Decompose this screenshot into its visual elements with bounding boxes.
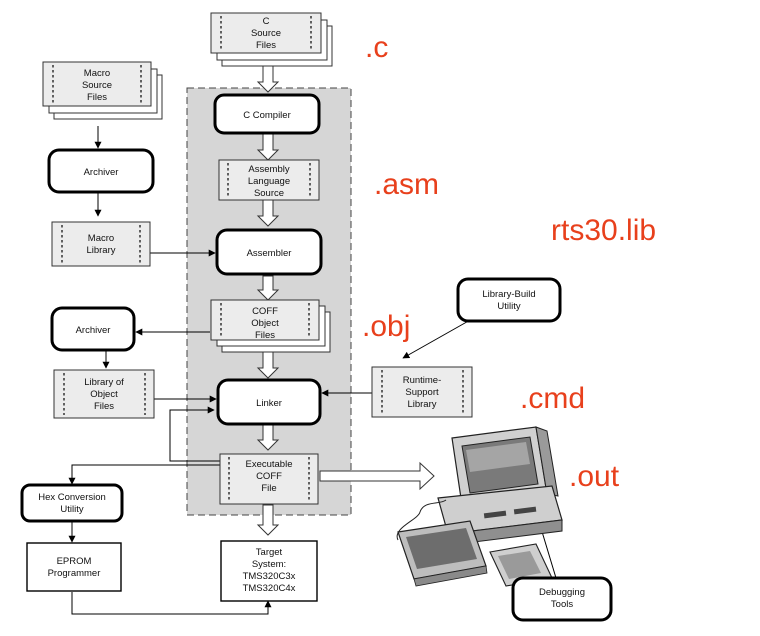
svg-text:Library: Library [86,245,115,256]
svg-text:Target: Target [256,547,283,558]
svg-text:COFF: COFF [256,471,282,482]
svg-text:Runtime-: Runtime- [403,375,442,386]
linker-box: Linker [216,378,322,426]
svg-text:Source: Source [82,80,112,91]
ext-label-cmd: .cmd [520,382,585,415]
svg-text:C: C [263,16,270,27]
svg-text:Files: Files [256,40,276,51]
svg-text:EPROM: EPROM [57,556,92,567]
svg-text:Language: Language [248,176,290,187]
assembly-source-doc: Assembly Language Source [218,159,320,201]
ext-label-rts: rts30.lib [551,214,656,247]
svg-text:Programmer: Programmer [48,568,101,579]
svg-text:Source: Source [251,28,281,39]
coff-object-files: COFF Object Files [210,299,331,353]
svg-text:Files: Files [255,330,275,341]
connectors [68,126,557,615]
svg-text:Object: Object [90,389,118,400]
hollow-arrows [256,62,435,536]
svg-text:Archiver: Archiver [84,167,119,178]
svg-text:Object: Object [251,318,279,329]
library-of-object-files-doc: Library of Object Files [53,369,155,419]
hex-conversion-utility-box: Hex Conversion Utility [20,483,124,523]
svg-text:Library-Build: Library-Build [482,289,535,300]
svg-text:Utility: Utility [60,504,83,515]
svg-text:C Compiler: C Compiler [243,110,291,121]
c-compiler-box: C Compiler [213,93,321,135]
library-build-utility-box: Library-Build Utility [456,277,562,323]
svg-text:Utility: Utility [497,301,520,312]
svg-text:Library of: Library of [84,377,124,388]
ext-label-c: .c [365,31,388,64]
svg-text:Assembly: Assembly [248,164,289,175]
svg-text:Library: Library [407,399,436,410]
ext-label-asm: .asm [374,168,439,201]
archiver-top-box: Archiver [47,148,155,194]
macro-library-doc: Macro Library [51,221,151,267]
svg-text:Assembler: Assembler [247,248,292,259]
svg-text:TMS320C4x: TMS320C4x [243,583,296,594]
macro-source-files: Macro Source Files [42,61,163,120]
ext-label-obj: .obj [362,310,410,343]
extension-labels: .c .asm rts30.lib .obj .cmd .out [362,31,656,493]
svg-text:Debugging: Debugging [539,587,585,598]
svg-text:Macro: Macro [84,68,110,79]
svg-text:Executable: Executable [245,459,292,470]
svg-text:TMS320C3x: TMS320C3x [243,571,296,582]
desktop-computer-icon [396,426,563,587]
svg-text:System:: System: [252,559,286,570]
assembler-box: Assembler [215,228,323,276]
archiver-bottom-box: Archiver [50,306,136,352]
c-source-files: C Source Files [210,12,333,67]
svg-text:Linker: Linker [256,398,282,409]
svg-text:Files: Files [94,401,114,412]
debugging-tools-box: Debugging Tools [511,576,613,622]
ext-label-out: .out [569,460,620,493]
svg-text:Support: Support [405,387,439,398]
svg-text:Source: Source [254,188,284,199]
eprom-programmer-box: EPROM Programmer [26,542,122,592]
executable-coff-file-doc: Executable COFF File [219,453,319,505]
target-system-box: Target System: TMS320C3x TMS320C4x [220,540,318,602]
svg-text:Hex Conversion: Hex Conversion [38,492,106,503]
runtime-support-library-doc: Runtime- Support Library [371,366,473,418]
svg-text:File: File [261,483,276,494]
svg-text:Tools: Tools [551,599,573,610]
svg-text:Macro: Macro [88,233,114,244]
svg-text:COFF: COFF [252,306,278,317]
svg-text:Archiver: Archiver [76,325,111,336]
svg-text:Files: Files [87,92,107,103]
